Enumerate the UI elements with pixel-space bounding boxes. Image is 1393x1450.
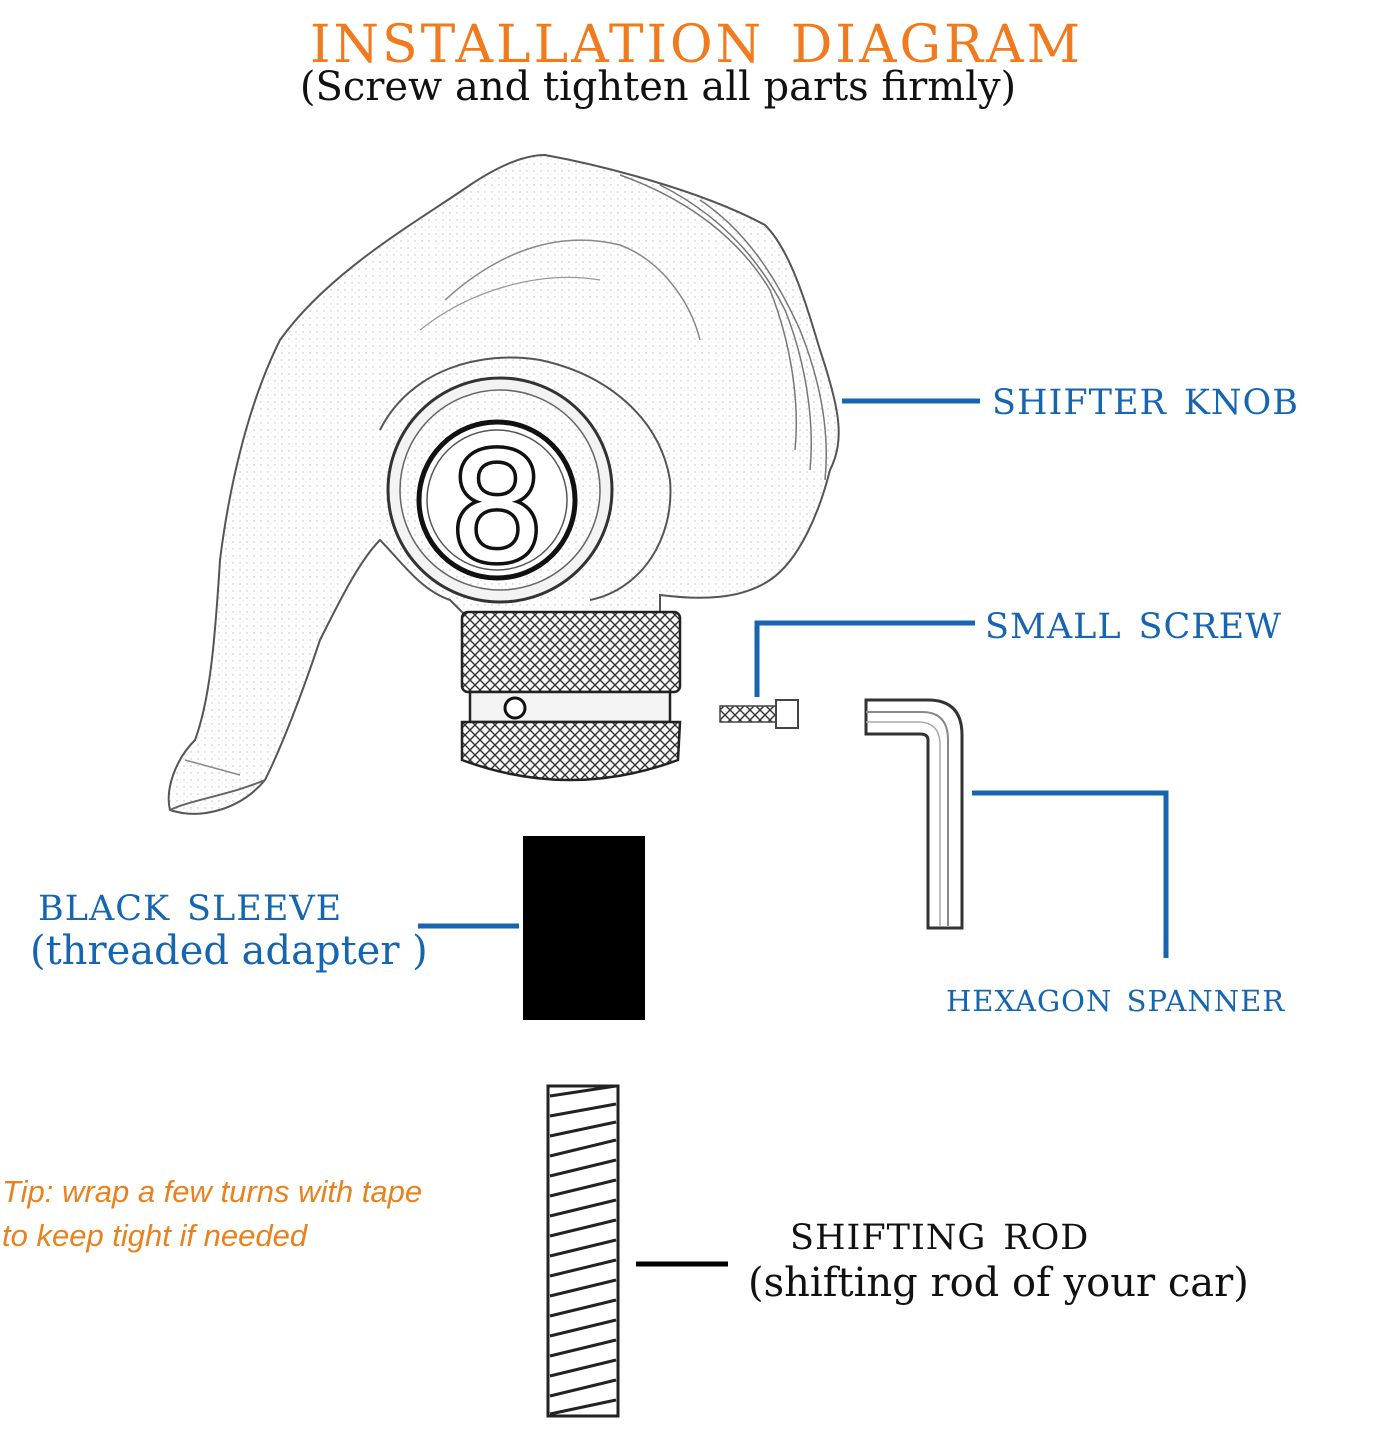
screw-icon (719, 699, 799, 729)
tip-line-1: Tip: wrap a few turns with tape (2, 1174, 423, 1209)
black-sleeve-sublabel: (threaded adapter ) (30, 928, 428, 974)
page-title: INSTALLATION DIAGRAM (310, 0, 1083, 80)
ball-number: 8 (449, 422, 544, 596)
hex-key-icon (864, 698, 964, 930)
tip-text: Tip: wrap a few turns with tape to keep … (2, 1170, 422, 1258)
page-subtitle: (Screw and tighten all parts firmly) (299, 64, 1017, 110)
shifting-rod-label: SHIFTING ROD (790, 1203, 1090, 1261)
small-screw-leader (754, 620, 975, 697)
knurled-collar-icon (460, 610, 682, 782)
eight-ball-icon: 8 (386, 376, 614, 604)
shifting-rod-sublabel: (shifting rod of your car) (748, 1260, 1249, 1306)
hexagon-spanner-label: HEXAGON SPANNER (946, 972, 1286, 1021)
leader-lines (418, 398, 1169, 1267)
tip-line-2: to keep tight if needed (2, 1218, 308, 1253)
shifter-knob-label: SHIFTER KNOB (992, 368, 1299, 426)
hexagon-spanner-leader (972, 790, 1169, 958)
small-screw-label: SMALL SCREW (985, 592, 1283, 650)
black-sleeve-label: BLACK SLEEVE (38, 874, 343, 932)
sleeve-icon (523, 836, 645, 1020)
threaded-rod-icon (546, 1084, 620, 1418)
